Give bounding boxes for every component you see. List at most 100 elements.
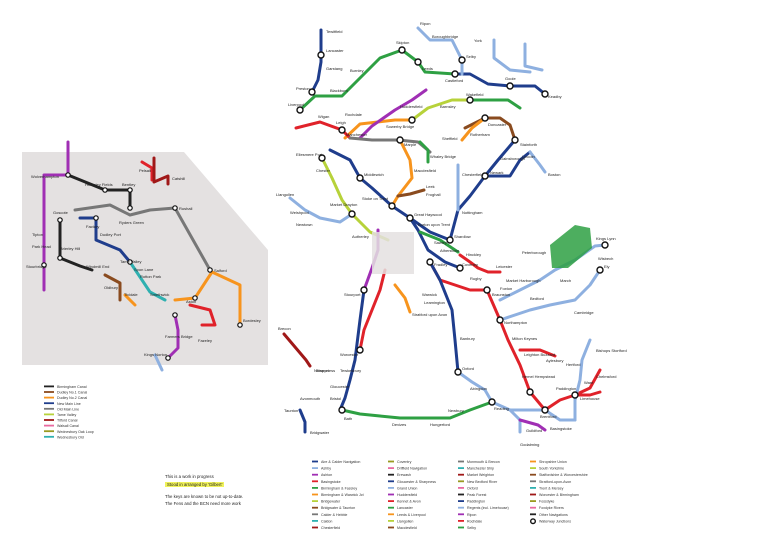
junction-farmers-bridge[interactable] bbox=[173, 313, 177, 317]
label-manchester: Manchester bbox=[346, 132, 368, 137]
line-kennet-avon bbox=[342, 402, 492, 418]
inset-legend-label: Dudley No.2 Canal bbox=[57, 396, 87, 400]
legend-label: Trent & Mersey bbox=[539, 486, 564, 490]
legend-swatch bbox=[312, 487, 318, 489]
legend-swatch bbox=[458, 500, 464, 502]
label-march: March bbox=[560, 278, 571, 283]
label-leek: Leek bbox=[426, 184, 435, 189]
note-work-in-progress: This is a work in progress bbox=[165, 474, 214, 479]
label-leicester: Leicester bbox=[496, 264, 513, 269]
legend-label: Basingstoke bbox=[321, 480, 341, 484]
junction-ely[interactable] bbox=[597, 267, 603, 273]
label-rugby: Rugby bbox=[470, 276, 482, 281]
junction-factory[interactable] bbox=[94, 216, 98, 220]
junction-bath[interactable] bbox=[339, 407, 345, 413]
label-whaley-bridge: Whaley Bridge bbox=[430, 154, 457, 159]
label-goole: Goole bbox=[505, 76, 516, 81]
legend-swatch bbox=[388, 480, 394, 482]
label-brecon: Brecon bbox=[278, 326, 291, 331]
label-bridgwater: Bridgwater bbox=[310, 430, 330, 435]
junction-manchester[interactable] bbox=[339, 127, 345, 133]
junction-wolverhampton[interactable] bbox=[66, 173, 70, 177]
label-sawley: Sawley bbox=[434, 240, 447, 245]
inset-legend-label: Wednesbury Oak Loop bbox=[57, 430, 94, 434]
inset-legend-label: Old Main Line bbox=[57, 407, 79, 411]
junction-northampton[interactable] bbox=[497, 317, 503, 323]
junction-leeds[interactable] bbox=[415, 59, 421, 65]
main-legend: Aire & Calder NavigationAshbyAshtonBasin… bbox=[312, 460, 588, 530]
label-goscote: Goscote bbox=[53, 210, 69, 215]
inset-legend-swatch bbox=[44, 419, 54, 421]
junction-wakefield[interactable] bbox=[467, 97, 473, 103]
junction-preston[interactable] bbox=[309, 89, 315, 95]
legend-swatch bbox=[388, 474, 394, 476]
legend-label: Ashton bbox=[321, 473, 332, 477]
junction-great-haywood[interactable] bbox=[407, 215, 413, 221]
label-aston: Aston bbox=[186, 299, 196, 304]
label-stainforth: Stainforth bbox=[520, 142, 537, 147]
junction-sowerby-bridge[interactable] bbox=[409, 117, 415, 123]
junction-stoke[interactable] bbox=[389, 203, 395, 209]
junction-brentford[interactable] bbox=[542, 407, 548, 413]
label-spon-lane: Spon Lane bbox=[134, 267, 154, 272]
junction-stainforth[interactable] bbox=[512, 137, 518, 143]
junction-bulls-bridge[interactable] bbox=[527, 389, 533, 395]
legend-label: Aire & Calder Navigation bbox=[321, 460, 360, 464]
label-foxton: Foxton bbox=[500, 286, 512, 291]
main-network: Tewitfield Lancaster Skipton Garstang Ri… bbox=[276, 21, 627, 447]
junction-oxford[interactable] bbox=[455, 369, 461, 375]
junction-stourport[interactable] bbox=[361, 287, 367, 293]
label-newport: Newport bbox=[314, 368, 330, 373]
junction-skipton[interactable] bbox=[399, 47, 405, 53]
label-hinckley: Hinckley bbox=[466, 252, 481, 257]
junction-shardlow[interactable] bbox=[447, 237, 453, 243]
junction-reading[interactable] bbox=[489, 399, 495, 405]
junction-fradley[interactable] bbox=[427, 259, 433, 265]
label-stourport: Stourport bbox=[344, 292, 361, 297]
junction-braunston[interactable] bbox=[484, 287, 490, 293]
label-hertford: Hertford bbox=[566, 362, 580, 367]
legend-swatch bbox=[312, 461, 318, 463]
legend-label: Ripon bbox=[467, 513, 476, 517]
legend-swatch bbox=[530, 474, 536, 476]
junction-selby[interactable] bbox=[459, 57, 465, 63]
inset-legend-label: Tame Valley bbox=[57, 413, 77, 417]
legend-label: Waterway Junctions bbox=[539, 519, 571, 523]
legend-swatch bbox=[388, 513, 394, 515]
junction-castleford[interactable] bbox=[452, 71, 458, 77]
junction-middlewich[interactable] bbox=[357, 175, 363, 181]
label-liverpool: Liverpool bbox=[288, 102, 304, 107]
junction-pelsall[interactable] bbox=[128, 206, 132, 210]
junction-horseley-fields[interactable] bbox=[103, 188, 107, 192]
label-ely: Ely bbox=[604, 264, 610, 269]
junction-goole[interactable] bbox=[507, 83, 513, 89]
legend-label: Market Weighton bbox=[467, 473, 494, 477]
label-market-drayton: Market Drayton bbox=[330, 202, 357, 207]
legend-label: Ashby bbox=[321, 467, 331, 471]
label-tipton: Tipton bbox=[32, 232, 43, 237]
junction-lancaster[interactable] bbox=[318, 52, 324, 58]
junction-peterborough[interactable] bbox=[602, 242, 608, 248]
label-coventry: Coventry bbox=[462, 262, 478, 267]
note-arranged-by: Stood in arranged by 'Gilbert' bbox=[165, 482, 224, 487]
label-northampton: Northampton bbox=[504, 320, 527, 325]
legend-swatch bbox=[530, 461, 536, 463]
junction-bentley[interactable] bbox=[128, 188, 132, 192]
label-peterborough: Peterborough bbox=[522, 250, 546, 255]
inset-legend-label: Dudley No.1 Canal bbox=[57, 391, 87, 395]
legend-swatch bbox=[458, 480, 464, 482]
junction-tipton[interactable] bbox=[58, 218, 62, 222]
label-llangollen: Llangollen bbox=[276, 192, 294, 197]
junction-bordesley[interactable] bbox=[238, 323, 242, 327]
junction-liverpool[interactable] bbox=[297, 107, 303, 113]
legend-swatch bbox=[388, 487, 394, 489]
junction-rushall[interactable] bbox=[173, 206, 177, 210]
junction-limehouse[interactable] bbox=[572, 392, 578, 398]
junction-marple[interactable] bbox=[397, 137, 403, 143]
junction-hurleston[interactable] bbox=[349, 211, 355, 217]
label-bordesley: Bordesley bbox=[243, 318, 261, 323]
junction-salford[interactable] bbox=[208, 268, 212, 272]
junction-doncaster[interactable] bbox=[482, 115, 488, 121]
label-godalming: Godalming bbox=[520, 442, 539, 447]
junction-park-head[interactable] bbox=[58, 256, 62, 260]
